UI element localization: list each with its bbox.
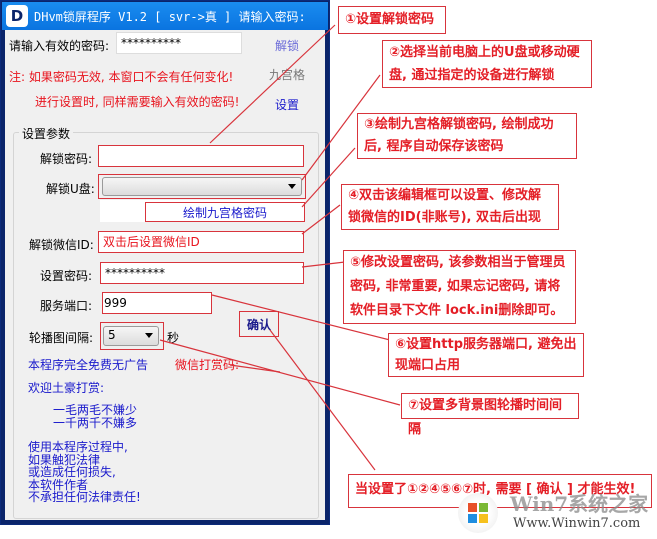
unlock-usb-dropdown[interactable] [102,177,302,196]
interval-label: 轮播图间隔: [29,331,94,345]
annotation-3: ③绘制九宫格解锁密码, 绘制成功后, 程序自动保存该密码 [357,113,577,159]
window-client: 请输入有效的密码: ********** 解锁 注: 如果密码无效, 本窗口不会… [5,30,325,520]
note-line-1: 注: 如果密码无效, 本窗口不会有任何变化! [9,70,234,84]
unlock-usb-label: 解锁U盘: [46,182,95,196]
annotation-text: ④双击该编辑框可以设置、修改解锁微信的ID(非账号), 双击后出现 [348,188,542,225]
settings-link[interactable]: 设置 [275,98,300,112]
confirm-label: 确认 [246,317,271,332]
title-bar[interactable]: D DHvm锁屏程序 V1.2 [ svr->真 ] 请输入密码: [2,2,328,30]
annotation-4: ④双击该编辑框可以设置、修改解锁微信的ID(非账号), 双击后出现 [341,184,559,230]
annotation-6: ⑥设置http服务器端口, 避免出现端口占用 [388,333,584,377]
windows-logo-icon [458,493,498,533]
unlock-link[interactable]: 解锁 [275,39,300,53]
disclaimer-line: 本软件作者 [28,477,89,492]
donate-line-1: 一毛两毛不嫌少 [53,403,138,417]
ninegrid-link[interactable]: 九宫格 [269,68,306,82]
password-label: 请输入有效的密码: [9,39,110,53]
draw-pattern-label: 绘制九宫格密码 [182,205,267,220]
wechat-id-label: 解锁微信ID: [29,238,94,252]
annotation-7: ⑦设置多背景图轮播时间间隔 [401,393,579,437]
disclaimer-line: 如果触犯法律 [28,452,101,467]
wechat-id-input[interactable]: 双击后设置微信ID [98,231,304,253]
draw-pattern-button[interactable]: 绘制九宫格密码 [145,202,305,222]
chevron-down-icon [145,333,153,338]
unlock-password-input[interactable] [98,145,304,167]
app-logo-icon: D [6,5,28,27]
annotation-text: ⑥设置http服务器端口, 避免出现端口占用 [395,337,577,373]
annotation-text: ①设置解锁密码 [345,12,435,27]
interval-highlight [100,322,164,350]
annotation-2: ②选择当前电脑上的U盘或移动硬盘, 通过指定的设备进行解锁 [382,40,592,88]
port-input[interactable]: 999 [102,292,212,314]
annotation-text: ⑤修改设置密码, 该参数相当于管理员密码, 非常重要, 如果忘记密码, 请将软件… [350,255,566,318]
interval-dropdown[interactable]: 5 [103,326,159,346]
watermark-url: Www.Winwin7.com [513,516,641,531]
pattern-area [100,200,305,222]
disclaimer-line: 或造成任何损失, [28,465,116,479]
free-text: 本程序完全免费无广告 [28,358,149,372]
annotation-text: ③绘制九宫格解锁密码, 绘制成功后, 程序自动保存该密码 [364,117,554,154]
annotation-text: ②选择当前电脑上的U盘或移动硬盘, 通过指定的设备进行解锁 [389,45,580,83]
app-window: D DHvm锁屏程序 V1.2 [ svr->真 ] 请输入密码: 请输入有效的… [0,0,330,525]
disclaimer-line: 不承担任何法律责任! [28,490,141,504]
annotation-8: 当设置了①②④⑤⑥⑦时, 需要 [ 确认 ] 才能生效! [348,474,652,508]
wechat-donate-label: 微信打赏码: [175,358,240,372]
admin-password-input[interactable]: ********** [100,262,304,284]
unlock-password-label: 解锁密码: [40,152,93,166]
annotation-text: ⑦设置多背景图轮播时间间隔 [408,398,563,437]
donate-line-2: 一千两千不嫌多 [53,416,138,430]
settings-group-title: 设置参数 [19,125,74,142]
annotation-text: 当设置了①②④⑤⑥⑦时, 需要 [ 确认 ] 才能生效! [355,482,636,497]
annotation-5: ⑤修改设置密码, 该参数相当于管理员密码, 非常重要, 如果忘记密码, 请将软件… [343,250,576,324]
note-line-2: 进行设置时, 同样需要输入有效的密码! [35,95,240,109]
interval-dropdown-value: 5 [108,328,116,342]
disclaimer-line: 使用本程序过程中, [28,440,128,454]
annotation-1: ①设置解锁密码 [338,6,446,34]
window-title: DHvm锁屏程序 V1.2 [ svr->真 ] 请输入密码: [34,9,306,24]
admin-password-label: 设置密码: [40,269,93,283]
disclaimer: 使用本程序过程中, 如果触犯法律 或造成任何损失, 本软件作者 不承担任何法律责… [28,441,141,504]
interval-unit: 秒 [167,331,180,345]
welcome-text: 欢迎土豪打赏: [28,381,105,395]
confirm-button[interactable]: 确认 [239,311,279,337]
watermark-brand: Win7系统之家 [510,492,649,516]
watermark: Win7系统之家 Www.Winwin7.com [458,488,657,538]
port-label: 服务端口: [40,299,93,313]
password-input[interactable]: ********** [116,32,242,54]
chevron-down-icon [288,184,296,189]
